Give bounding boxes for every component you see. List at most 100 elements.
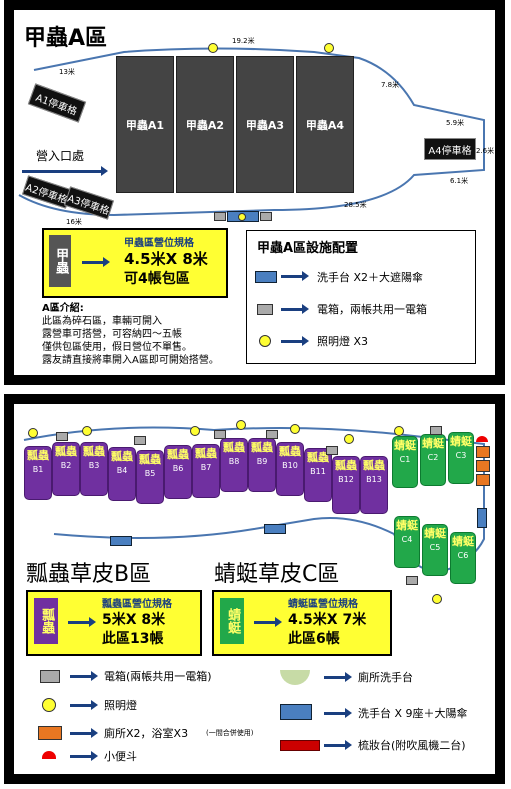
- power-box-icon: [214, 212, 226, 221]
- wash-basin-icon: [280, 704, 312, 720]
- area-a-map: 甲蟲A區 19.2米 13米 7.8米 5.9米 2.6米 6.1米 28.5米…: [14, 10, 495, 375]
- spec-heading: 甲蟲區營位規格: [124, 238, 194, 249]
- entrance-label: 營入口處: [36, 149, 85, 163]
- site-glyph: 瓢蟲: [279, 445, 301, 458]
- power-box-icon: [326, 446, 338, 455]
- facilities-legend: 甲蟲A區設施配置 洗手台 X2＋大遮陽傘 電箱，兩帳共用一電箱 照明燈 X3: [246, 230, 476, 364]
- lamp-icon: [190, 426, 200, 436]
- site-b4: 瓢蟲 B4: [108, 447, 136, 501]
- legend-restroom-sink: 廁所洗手台: [358, 671, 413, 684]
- power-box-icon: [430, 426, 442, 435]
- intro-line: 此區為碎石區，車輛可開入: [42, 316, 162, 327]
- intro-line: 僅供包區使用，假日營位不單售。: [42, 342, 192, 353]
- spec-size: 4.5米X 7米: [288, 612, 367, 628]
- site-code: B1: [32, 465, 44, 474]
- site-code: B6: [172, 464, 184, 473]
- site-glyph: 瓢蟲: [167, 448, 189, 461]
- spec-arrow: [254, 617, 282, 627]
- distance-label: 6.1米: [450, 177, 469, 185]
- lamp-icon: [344, 434, 354, 444]
- area-c-badge: 蜻蜓: [220, 598, 244, 644]
- spec-size: 4.5米X 8米: [124, 250, 208, 268]
- spec-size: 5米X 8米: [102, 612, 166, 628]
- site-b8: 瓢蟲 B8: [220, 438, 248, 492]
- spec-heading: 蜻蜓區營位規格: [288, 599, 358, 610]
- legend-arrow: [70, 700, 98, 710]
- site-glyph: 瓢蟲: [195, 447, 217, 460]
- site-code: B8: [228, 457, 240, 466]
- lamp-icon: [324, 43, 334, 53]
- legend-light: 照明燈 X3: [317, 335, 369, 348]
- legend-arrow: [324, 708, 352, 718]
- legend-urinal: 小便斗: [104, 750, 137, 763]
- site-code: B3: [88, 461, 100, 470]
- site-code: C1: [399, 455, 411, 464]
- site-code: C4: [401, 535, 413, 544]
- wash-basin-icon: [264, 524, 286, 534]
- legend-light: 照明燈: [104, 699, 137, 712]
- site-glyph: 瓢蟲: [251, 441, 273, 454]
- intro-line: A區介紹:: [42, 303, 84, 314]
- lamp-icon: [259, 335, 271, 347]
- spec-arrow: [68, 617, 96, 627]
- site-c4: 蜻蜓 C4: [394, 516, 420, 568]
- legend-arrow: [281, 271, 309, 281]
- area-b-badge: 瓢蟲: [34, 598, 58, 644]
- site-code: B2: [60, 461, 72, 470]
- legend-vanity: 梳妝台(附吹風機二台): [358, 739, 466, 752]
- legend-arrow: [70, 751, 98, 761]
- site-code: B9: [256, 457, 268, 466]
- distance-label: 16米: [66, 218, 82, 226]
- parking-a4: A4停車格: [424, 138, 476, 160]
- site-glyph: 瓢蟲: [27, 449, 49, 462]
- site-code: B7: [200, 463, 212, 472]
- site-a2: 甲蟲A2: [176, 56, 234, 193]
- spec-count: 此區6帳: [288, 631, 340, 647]
- lamp-icon: [394, 426, 404, 436]
- lamp-icon: [42, 698, 56, 712]
- site-code: B5: [144, 469, 156, 478]
- power-box-icon: [260, 212, 272, 221]
- lamp-icon: [290, 424, 300, 434]
- site-code: B12: [338, 475, 354, 484]
- lamp-icon: [208, 43, 218, 53]
- distance-label: 2.6米: [476, 147, 495, 155]
- site-code: B13: [366, 475, 382, 484]
- power-box-icon: [40, 670, 60, 683]
- spec-arrow: [82, 257, 110, 267]
- site-a3: 甲蟲A3: [236, 56, 294, 193]
- site-glyph: 蜻蜓: [396, 519, 418, 532]
- distance-label: 7.8米: [381, 81, 400, 89]
- site-glyph: 瓢蟲: [223, 441, 245, 454]
- site-code: B10: [282, 461, 298, 470]
- power-box-icon: [134, 436, 146, 445]
- site-glyph: 瓢蟲: [111, 450, 133, 463]
- site-glyph: 蜻蜓: [422, 437, 444, 450]
- area-a-panel: 甲蟲A區 19.2米 13米 7.8米 5.9米 2.6米 6.1米 28.5米…: [4, 0, 505, 385]
- legend-arrow: [281, 336, 309, 346]
- urinal-icon: [42, 751, 56, 759]
- toilet-icon: [476, 446, 490, 458]
- legend-wash: 洗手台 X2＋大遮陽傘: [317, 271, 424, 284]
- facilities-title: 甲蟲A區設施配置: [257, 241, 359, 256]
- site-b10: 瓢蟲 B10: [276, 442, 304, 496]
- area-c-spec-box: 蜻蜓 蜻蜓區營位規格 4.5米X 7米 此區6帳: [212, 590, 392, 656]
- site-code: B4: [116, 466, 128, 475]
- power-box-icon: [56, 432, 68, 441]
- distance-label: 19.2米: [232, 37, 255, 45]
- intro-line: 露營車可搭營，可容納四～五帳: [42, 329, 182, 340]
- wash-basin-icon: [110, 536, 132, 546]
- wash-basin-icon: [255, 271, 277, 283]
- legend-arrow: [324, 672, 352, 682]
- legend-power: 電箱(兩帳共用一電箱): [104, 670, 212, 683]
- site-code: C3: [455, 451, 467, 460]
- spec-count: 此區13帳: [102, 631, 164, 647]
- lamp-icon: [28, 428, 38, 438]
